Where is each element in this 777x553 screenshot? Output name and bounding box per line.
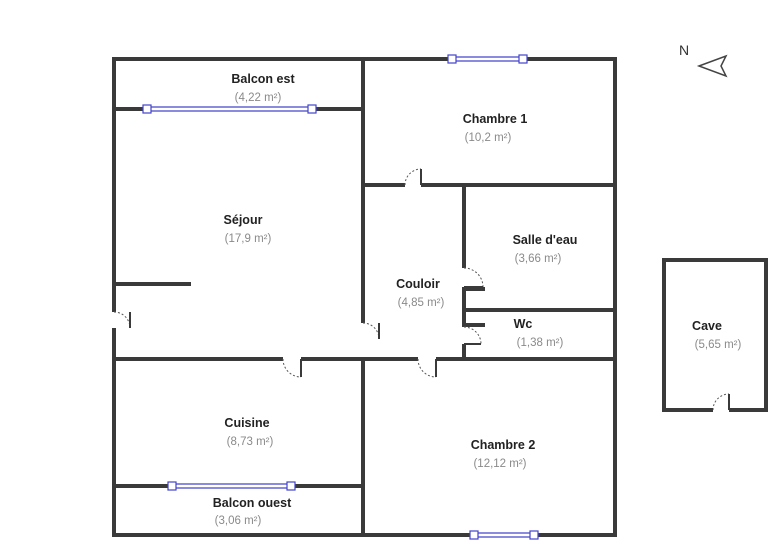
room-area-wc: (1,38 m²) bbox=[517, 337, 564, 349]
north-label: N bbox=[679, 42, 689, 58]
room-area-chambre1: (10,2 m²) bbox=[465, 132, 512, 144]
room-name-chambre1: Chambre 1 bbox=[463, 112, 528, 126]
compass: N bbox=[679, 42, 728, 78]
window-cuisine bbox=[167, 481, 296, 491]
room-name-couloir: Couloir bbox=[396, 277, 440, 291]
room-name-wc: Wc bbox=[514, 317, 533, 331]
room-area-couloir: (4,85 m²) bbox=[398, 297, 445, 309]
room-area-sejour: (17,9 m²) bbox=[225, 233, 272, 245]
interior-walls bbox=[114, 59, 615, 535]
room-area-balcon-ouest: (3,06 m²) bbox=[215, 515, 262, 527]
room-name-cave: Cave bbox=[692, 319, 722, 333]
room-name-salle-eau: Salle d'eau bbox=[513, 233, 578, 247]
north-arrow-icon bbox=[696, 54, 728, 78]
door-swings bbox=[113, 168, 730, 411]
room-name-sejour: Séjour bbox=[224, 213, 263, 227]
door-leaves bbox=[129, 169, 730, 410]
room-name-chambre2: Chambre 2 bbox=[471, 438, 536, 452]
room-area-cuisine: (8,73 m²) bbox=[227, 436, 274, 448]
window-sejour bbox=[142, 104, 317, 114]
room-area-cave: (5,65 m²) bbox=[695, 339, 742, 351]
room-name-balcon-est: Balcon est bbox=[231, 72, 295, 86]
window-chambre2 bbox=[469, 530, 539, 540]
cave-walls bbox=[662, 258, 768, 412]
room-name-balcon-ouest: Balcon ouest bbox=[213, 496, 292, 510]
room-area-salle-eau: (3,66 m²) bbox=[515, 253, 562, 265]
windows bbox=[142, 54, 539, 540]
room-labels: Balcon est (4,22 m²) Chambre 1 (10,2 m²)… bbox=[213, 72, 742, 527]
room-area-balcon-est: (4,22 m²) bbox=[235, 92, 282, 104]
room-name-cuisine: Cuisine bbox=[224, 416, 269, 430]
window-chambre1 bbox=[447, 54, 528, 64]
room-area-chambre2: (12,12 m²) bbox=[473, 458, 526, 470]
